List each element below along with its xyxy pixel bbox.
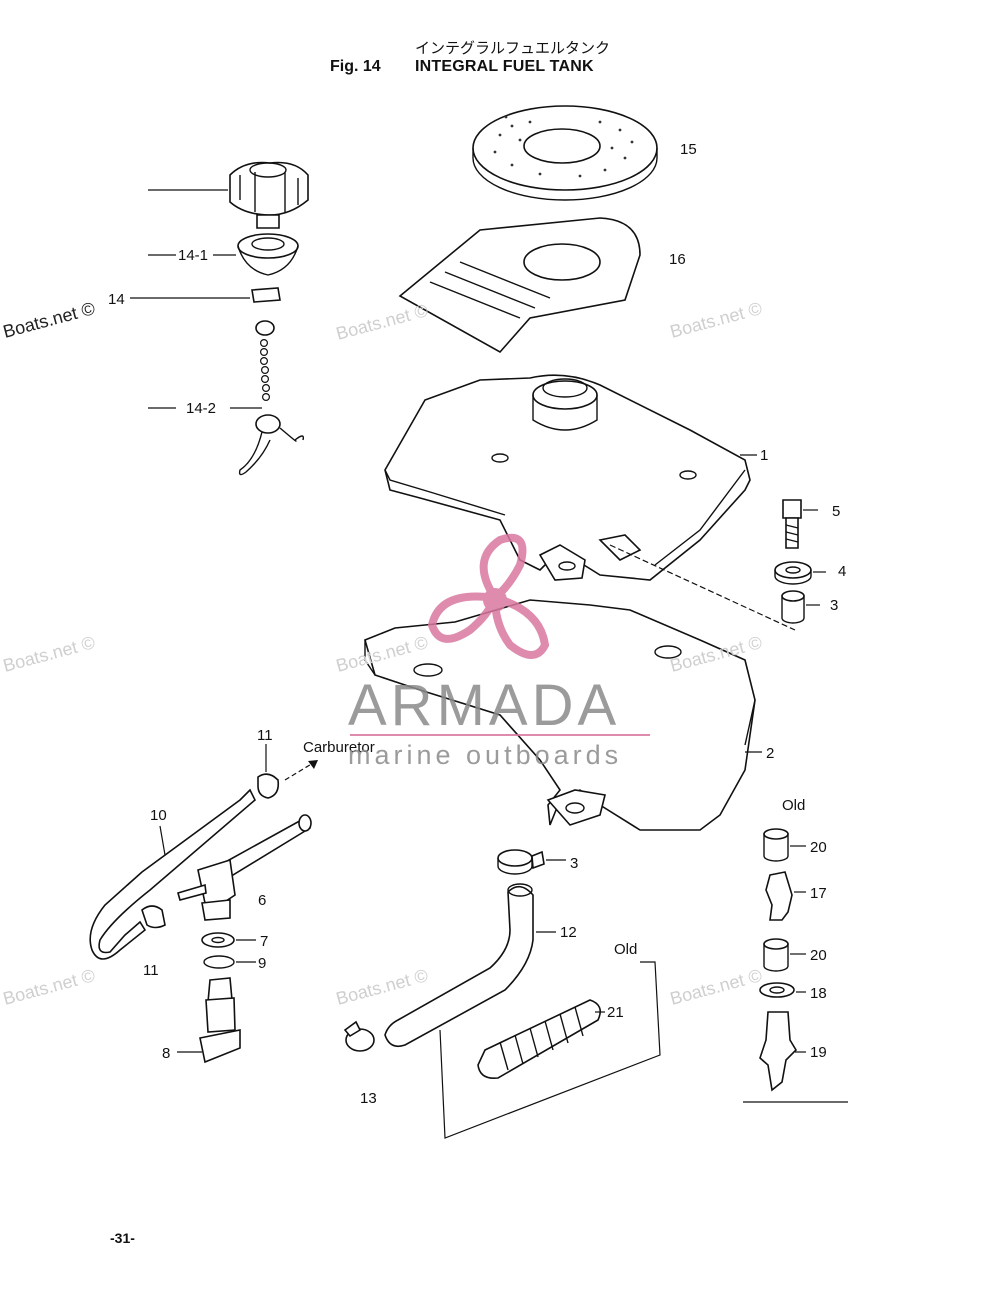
callout-4: 4 <box>838 563 846 580</box>
callout-carburetor: Carburetor <box>303 739 375 756</box>
callout-17: 17 <box>810 885 827 902</box>
callout-12: 12 <box>560 924 577 941</box>
part-15-pad <box>472 105 658 201</box>
part-14-clip <box>130 287 281 303</box>
callout-3-clamp: 3 <box>570 855 578 872</box>
figure-title: INTEGRAL FUEL TANK <box>415 58 594 75</box>
old-group-17-20 <box>743 828 848 1103</box>
callout-18: 18 <box>810 985 827 1002</box>
callout-21: 21 <box>607 1004 624 1021</box>
callout-6: 6 <box>258 892 266 909</box>
part-6-fuel-cock <box>177 814 312 921</box>
callout-14: 14 <box>108 291 125 308</box>
callout-20-upper: 20 <box>810 839 827 856</box>
part-11-clip-upper <box>257 744 280 799</box>
part-7-washer <box>201 932 256 948</box>
callout-7: 7 <box>260 933 268 950</box>
part-1-upper-tank <box>384 374 757 581</box>
callout-10: 10 <box>150 807 167 824</box>
part-5-bolt <box>782 499 818 549</box>
callout-3-collar: 3 <box>830 597 838 614</box>
watermark-boats-net-mid-left: Boats.net © <box>1 632 97 676</box>
logo-tagline: marine outboards <box>348 740 622 770</box>
callout-19: 19 <box>810 1044 827 1061</box>
watermark-boats-net-top-right: Boats.net © <box>668 298 764 342</box>
title-japanese: インテグラルフュエルタンク <box>415 39 611 57</box>
part-18-washer <box>759 982 806 998</box>
armada-logo: ARMADA marine outboards <box>348 533 650 770</box>
callout-14-2: 14-2 <box>186 400 216 417</box>
callout-5: 5 <box>832 503 840 520</box>
callout-11-upper: 11 <box>257 727 273 744</box>
part-20-cap-lower <box>763 938 806 972</box>
watermark-boats-net-top-mid: Boats.net © <box>334 300 430 344</box>
carburetor-arrow <box>284 759 319 781</box>
part-2-lower-tank <box>364 599 762 831</box>
part-12-hose <box>384 883 556 1048</box>
callout-14-1: 14-1 <box>178 247 208 264</box>
figure-number: Fig. 14 <box>330 58 381 75</box>
logo-wordmark: ARMADA <box>348 673 620 738</box>
part-19-joint <box>759 1011 806 1092</box>
callout-13: 13 <box>360 1090 377 1107</box>
callout-15: 15 <box>680 141 697 158</box>
part-13-clamp-upper <box>497 849 566 875</box>
part-9-o-ring <box>203 955 256 969</box>
part-14-1-gasket <box>148 233 299 276</box>
callout-9: 9 <box>258 955 266 972</box>
part-20-cap-upper <box>763 828 806 862</box>
callout-20-lower: 20 <box>810 947 827 964</box>
part-4-washer <box>774 561 826 585</box>
callout-16: 16 <box>669 251 686 268</box>
part-16-plate <box>398 217 641 354</box>
callout-2: 2 <box>766 745 774 762</box>
part-10-hose <box>89 788 256 960</box>
callout-1: 1 <box>760 447 768 464</box>
label-old-21: Old <box>614 941 637 958</box>
watermark-boats-net-bottom-mid: Boats.net © <box>334 965 430 1009</box>
propeller-icon <box>427 533 550 659</box>
part-11-clip-lower <box>141 905 166 929</box>
part-17-connector <box>765 871 806 921</box>
part-14-2-chain <box>148 320 305 476</box>
callout-8: 8 <box>162 1045 170 1062</box>
callout-11-lower: 11 <box>143 962 159 979</box>
watermark-boats-net-left: Boats.net © <box>1 298 97 342</box>
watermark-boats-net-bottom-right: Boats.net © <box>668 965 764 1009</box>
watermark-boats-net-bottom-left: Boats.net © <box>1 965 97 1009</box>
part-fuel-cap <box>148 161 309 229</box>
label-old-17-20: Old <box>782 797 805 814</box>
old-group-21 <box>439 961 661 1139</box>
page-number: -31- <box>110 1230 135 1246</box>
part-8-strainer <box>177 977 241 1064</box>
part-3-collar <box>781 590 820 624</box>
part-13-clamp-lower <box>343 1020 375 1052</box>
